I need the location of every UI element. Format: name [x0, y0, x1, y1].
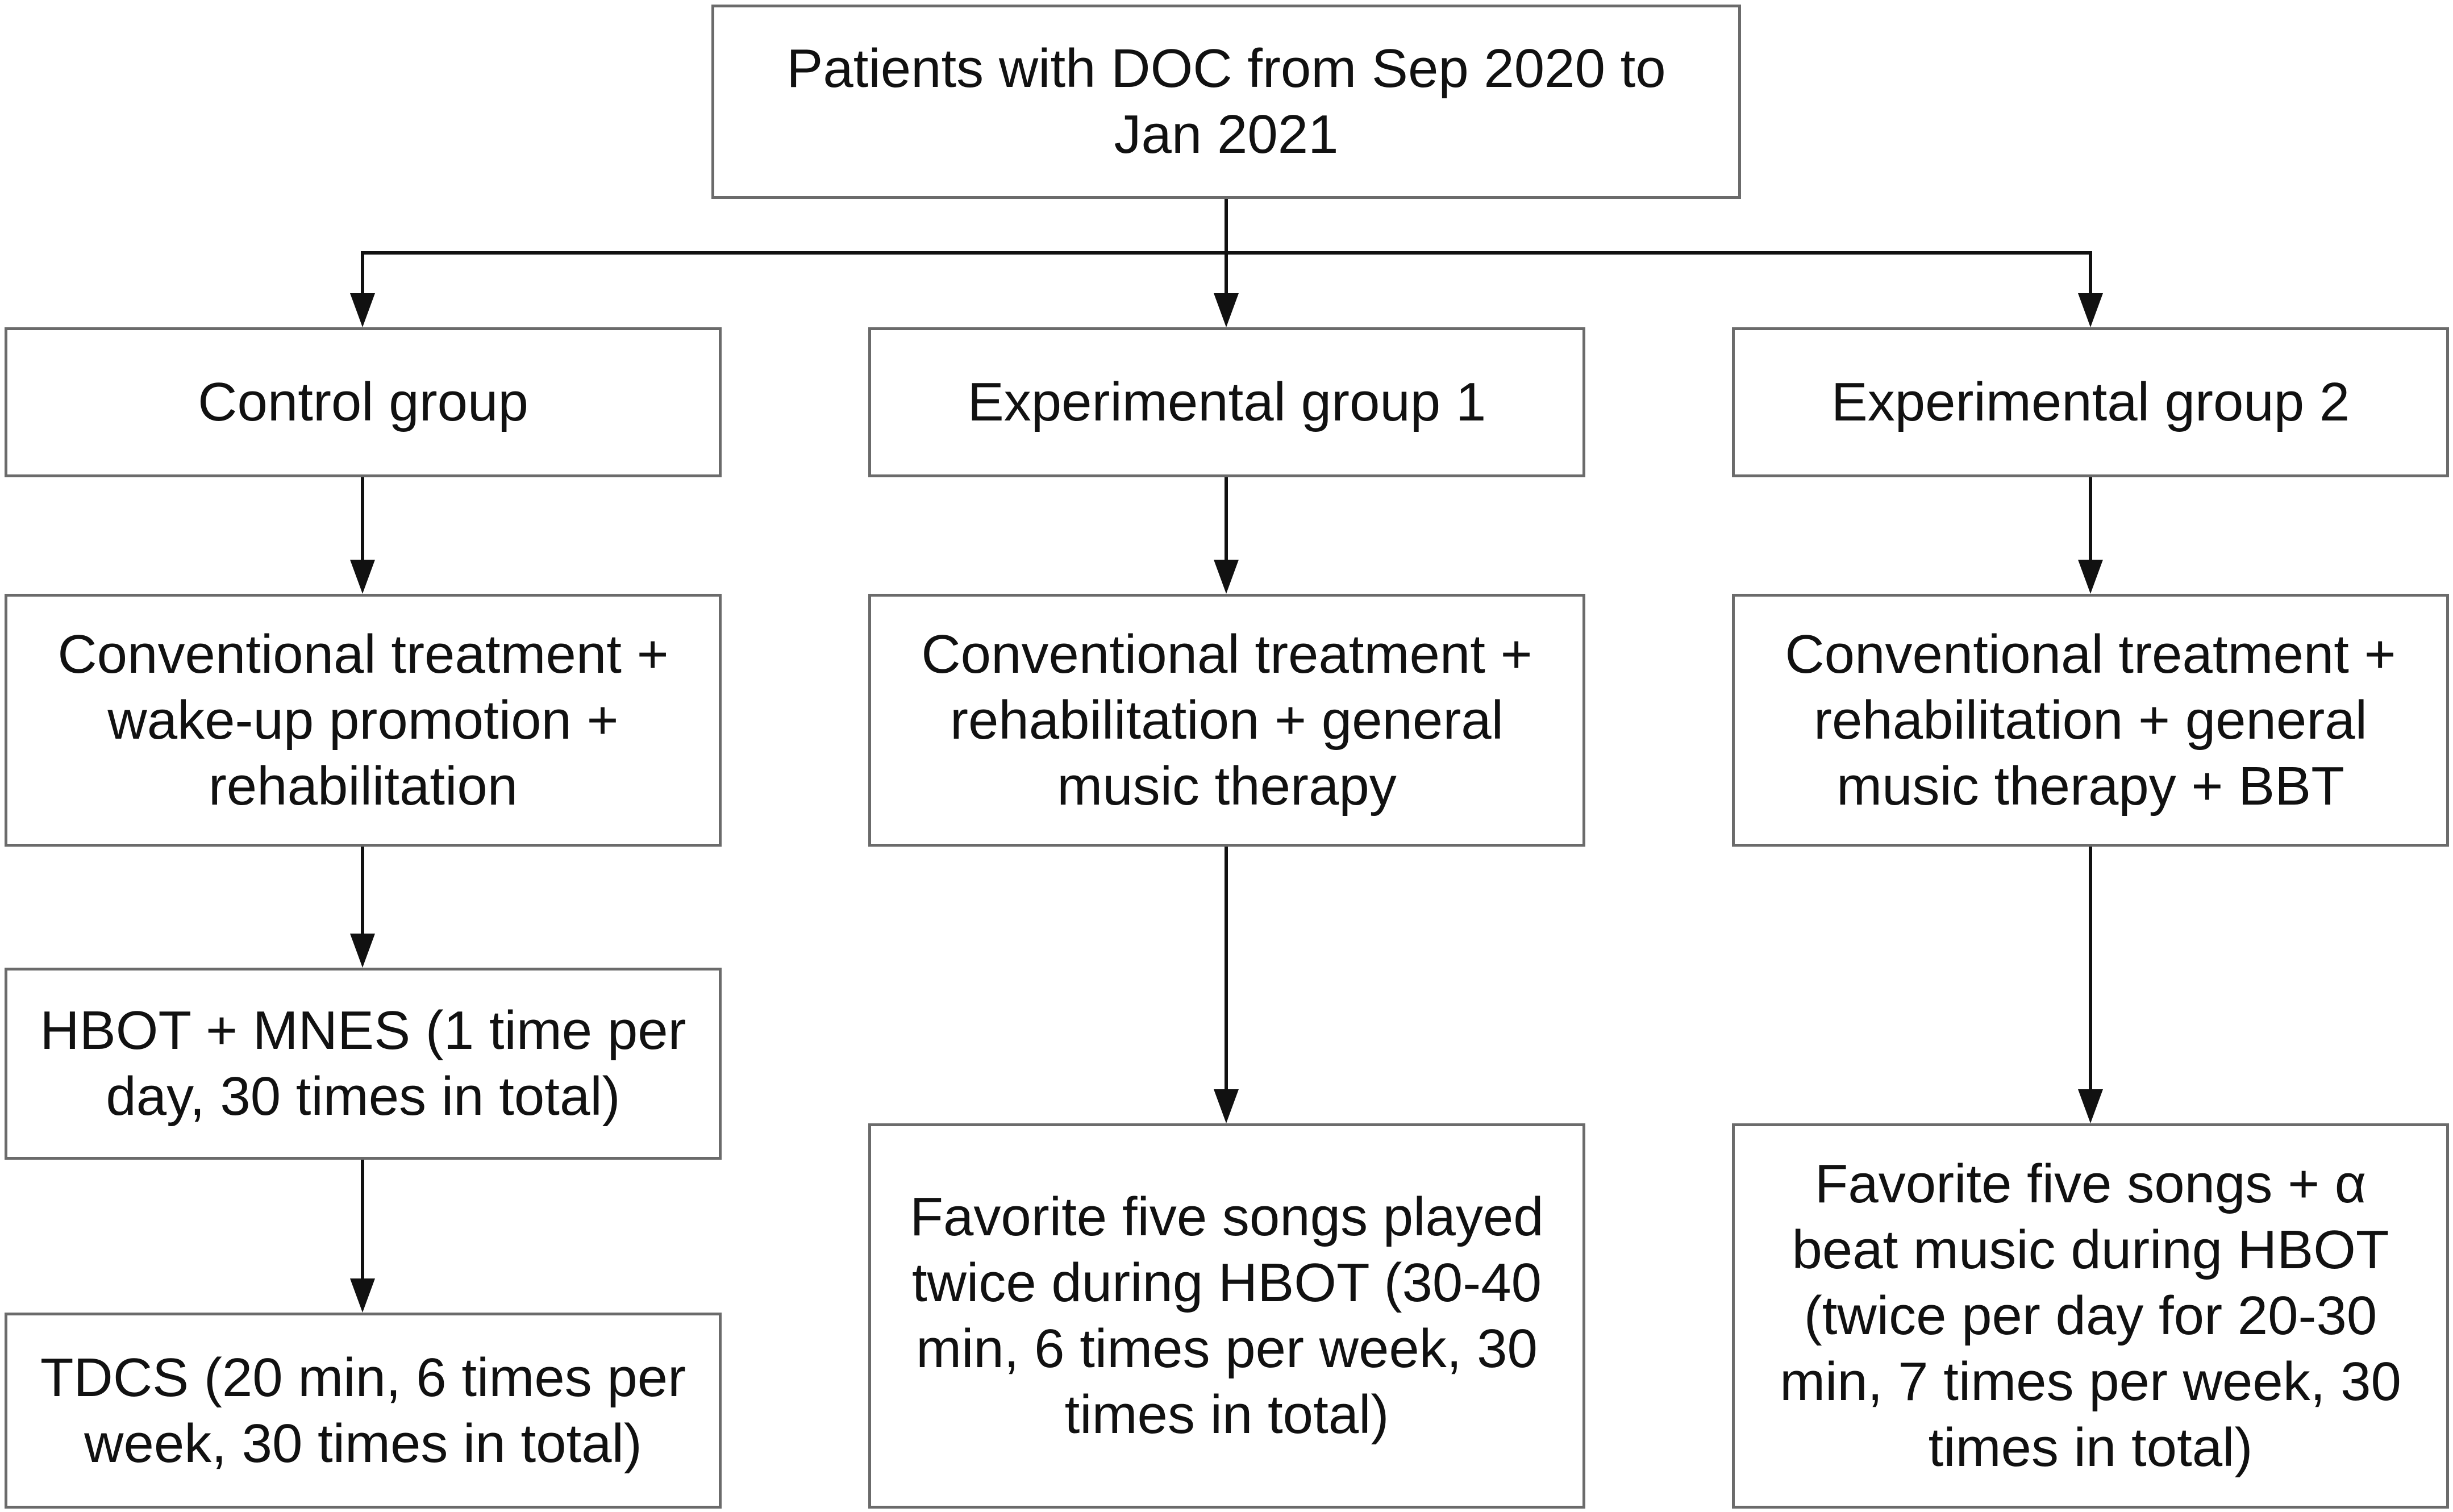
group-header-control: Control group	[5, 327, 722, 477]
exp1-step-music-hbot: Favorite five songs played twice during …	[868, 1123, 1585, 1509]
exp1-arrow-head-1	[1214, 560, 1239, 594]
control-arrow-head-2	[350, 934, 375, 968]
control-step-tdcs: TDCS (20 min, 6 times per week, 30 times…	[5, 1313, 722, 1509]
exp2-step-treatment-text: Conventional treatment + rehabilitation …	[1785, 623, 2396, 817]
arrow-to-experimental-group-1	[1214, 293, 1239, 327]
exp2-arrow-head-1	[2078, 560, 2103, 594]
exp2-step-music-hbot: Favorite five songs + α beat music durin…	[1732, 1123, 2449, 1509]
root-node-patients: Patients with DOC from Sep 2020 to Jan 2…	[711, 5, 1741, 199]
arrow-to-experimental-group-2	[2078, 293, 2103, 327]
arrow-to-control-group	[350, 293, 375, 327]
control-step-tdcs-text: TDCS (20 min, 6 times per week, 30 times…	[40, 1347, 686, 1474]
control-arrow-head-1	[350, 560, 375, 594]
group-header-experimental-1-label: Experimental group 1	[967, 372, 1486, 432]
control-step-hbot-mnes: HBOT + MNES (1 time per day, 30 times in…	[5, 968, 722, 1160]
control-step-hbot-mnes-text: HBOT + MNES (1 time per day, 30 times in…	[40, 1000, 686, 1127]
group-header-experimental-2: Experimental group 2	[1732, 327, 2449, 477]
exp2-arrow-head-2	[2078, 1089, 2103, 1123]
group-header-experimental-1: Experimental group 1	[868, 327, 1585, 477]
exp2-step-treatment: Conventional treatment + rehabilitation …	[1732, 594, 2449, 847]
control-step-treatment: Conventional treatment + wake-up promoti…	[5, 594, 722, 847]
exp1-step-treatment: Conventional treatment + rehabilitation …	[868, 594, 1585, 847]
group-header-experimental-2-label: Experimental group 2	[1831, 372, 2350, 432]
group-header-control-label: Control group	[198, 372, 528, 432]
control-arrow-head-3	[350, 1278, 375, 1313]
exp1-arrow-head-2	[1214, 1089, 1239, 1123]
exp2-step-music-hbot-text: Favorite five songs + α beat music durin…	[1780, 1153, 2401, 1478]
root-node-text: Patients with DOC from Sep 2020 to Jan 2…	[786, 38, 1666, 165]
control-step-treatment-text: Conventional treatment + wake-up promoti…	[57, 623, 669, 817]
exp1-step-music-hbot-text: Favorite five songs played twice during …	[910, 1186, 1544, 1445]
exp1-step-treatment-text: Conventional treatment + rehabilitation …	[921, 623, 1532, 817]
